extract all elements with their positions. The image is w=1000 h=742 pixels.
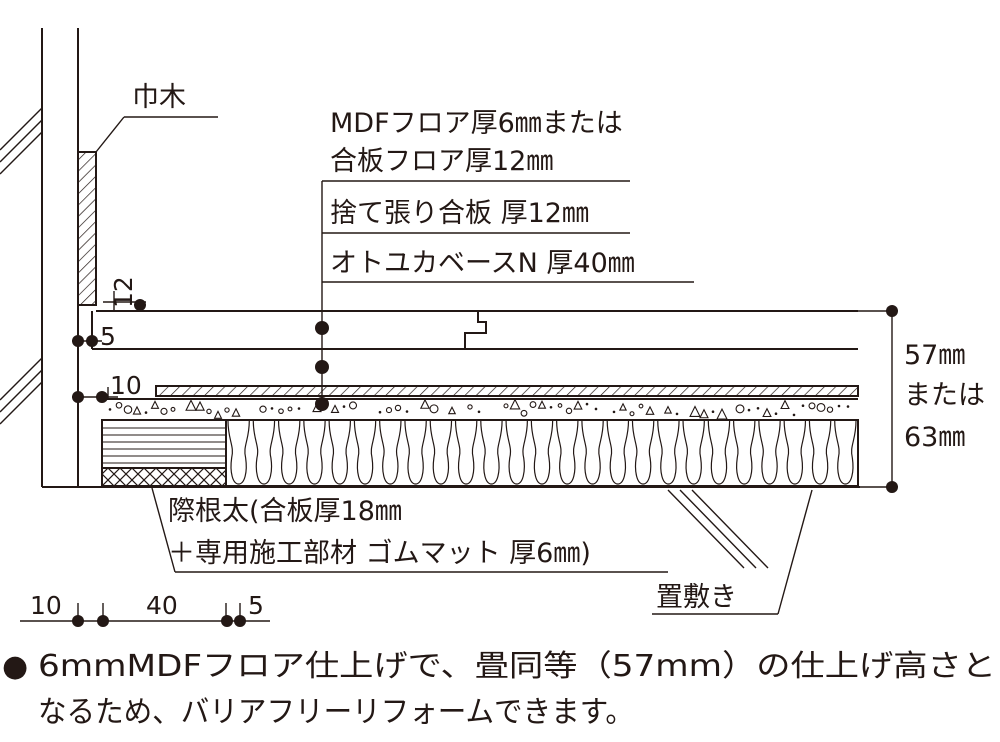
insulation-cell [328, 420, 351, 485]
dim-bottom-right: 5 [248, 591, 264, 620]
insulation-cell [303, 420, 326, 485]
leader-habaki [95, 116, 218, 153]
dim-gap-floor: 5 [100, 322, 116, 351]
left-dimensions [72, 291, 146, 403]
insulation-cell [834, 420, 857, 485]
insulation-cell [277, 420, 301, 485]
dim-total-line1: 57㎜ [904, 340, 965, 371]
label-subfloor: 捨て張り合板 厚12㎜ [330, 198, 589, 229]
speckle-layer [102, 398, 858, 421]
insulation-cell [707, 420, 731, 485]
subfloor-plywood [155, 385, 859, 397]
leader-laid-on [652, 489, 813, 615]
insulation-cell [353, 420, 377, 485]
label-insulation: オトユカベースN 厚40㎜ [330, 248, 635, 279]
insulation-cell [682, 420, 705, 485]
insulation-cell [227, 420, 250, 485]
note-line2: なるため、バリアフリーリフォームできます。 [38, 695, 634, 730]
insulation-cell [404, 420, 427, 485]
dim-bottom-mid: 40 [146, 591, 178, 620]
dim-gap-sub: 10 [110, 371, 142, 400]
insulation-cell [454, 420, 478, 485]
label-laid-on: 置敷き [656, 582, 737, 613]
leader-edge-joist [151, 487, 668, 573]
label-edge-joist-line1: 際根太(合板厚18㎜ [168, 496, 402, 527]
insulation-cell [252, 420, 276, 485]
insulation-cell [733, 420, 756, 485]
insulation-cell [556, 420, 579, 485]
insulation-cell [581, 420, 604, 485]
insulation-cell [530, 420, 554, 485]
dim-gap-top: 12 [109, 276, 138, 308]
leader-flooring [315, 180, 694, 411]
note-line1: 6mmMDFフロア仕上げで、畳同等（57mm）の仕上げ高さと [38, 649, 996, 684]
insulation-cell [480, 420, 503, 485]
insulation-cell [657, 420, 680, 485]
insulation-cell [505, 420, 528, 485]
wall [0, 28, 79, 487]
label-flooring-line2: 合板フロア厚12㎜ [330, 146, 553, 177]
insulation-cell [429, 420, 453, 485]
insulation-cell [808, 420, 832, 485]
note-bullet: ● [2, 649, 28, 684]
baseboard [77, 151, 97, 306]
label-flooring-line1: MDFフロア厚6㎜または [330, 108, 623, 139]
dim-total-line2: または [904, 380, 985, 411]
edge-joist [101, 419, 227, 487]
label-habaki: 巾木 [132, 82, 186, 113]
bottom-dimensions [20, 603, 270, 627]
dim-bottom-left: 10 [30, 591, 62, 620]
insulation-cell [631, 420, 655, 485]
label-edge-joist-line2: ＋専用施工部材 ゴムマット 厚6㎜) [168, 538, 591, 569]
insulation-cell [758, 420, 781, 485]
insulation-base [225, 419, 859, 487]
insulation-cell [379, 420, 402, 485]
flooring-layer [91, 310, 858, 350]
insulation-cell [606, 420, 630, 485]
dim-total-line3: 63㎜ [904, 422, 965, 453]
insulation-cell [783, 420, 807, 485]
total-height-dimension [858, 305, 898, 493]
